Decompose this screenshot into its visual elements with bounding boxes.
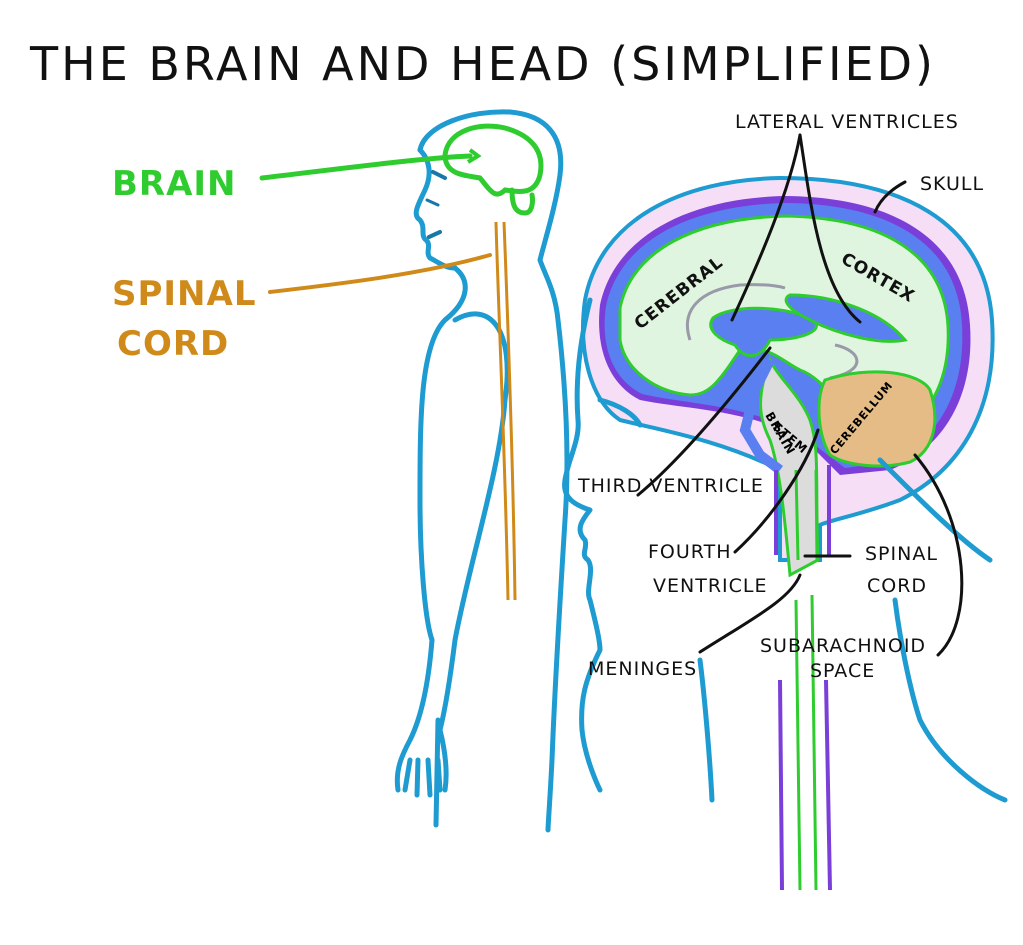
head-section: [562, 175, 1008, 891]
small-brain: [442, 123, 544, 216]
label-spinal-cord-line1: SPINAL: [112, 274, 257, 314]
label-subarachnoid-line2: SPACE: [810, 660, 875, 682]
arm: [394, 311, 510, 828]
label-third-ventricle: THIRD VENTRICLE: [577, 475, 764, 497]
label-fourth-ventricle-line2: VENTRICLE: [653, 575, 767, 597]
body-figure: [259, 109, 570, 833]
cerebellum: [817, 370, 937, 468]
label-skull: SKULL: [920, 173, 984, 195]
label-lateral-ventricles: LATERAL VENTRICLES: [735, 111, 959, 133]
face-profile: [413, 147, 458, 271]
body-outline: [417, 109, 570, 833]
label-spinal-cord-line2: CORD: [117, 324, 229, 364]
head-face-profile: [562, 297, 603, 793]
label-brain: BRAIN: [112, 164, 237, 204]
label-meninges: MENINGES: [588, 658, 697, 680]
label-spinal-cord-head-line1: SPINAL: [865, 543, 938, 565]
label-subarachnoid-line1: SUBARACHNOID: [760, 635, 926, 657]
head-leaders: [636, 133, 964, 657]
label-fourth-ventricle-line1: FOURTH: [648, 541, 732, 563]
diagram-title: THE BRAIN AND HEAD (SIMPLIFIED): [29, 37, 936, 91]
torso-front: [417, 265, 468, 643]
brain-stem: [759, 356, 820, 578]
label-spinal-cord-head-line2: CORD: [867, 575, 927, 597]
